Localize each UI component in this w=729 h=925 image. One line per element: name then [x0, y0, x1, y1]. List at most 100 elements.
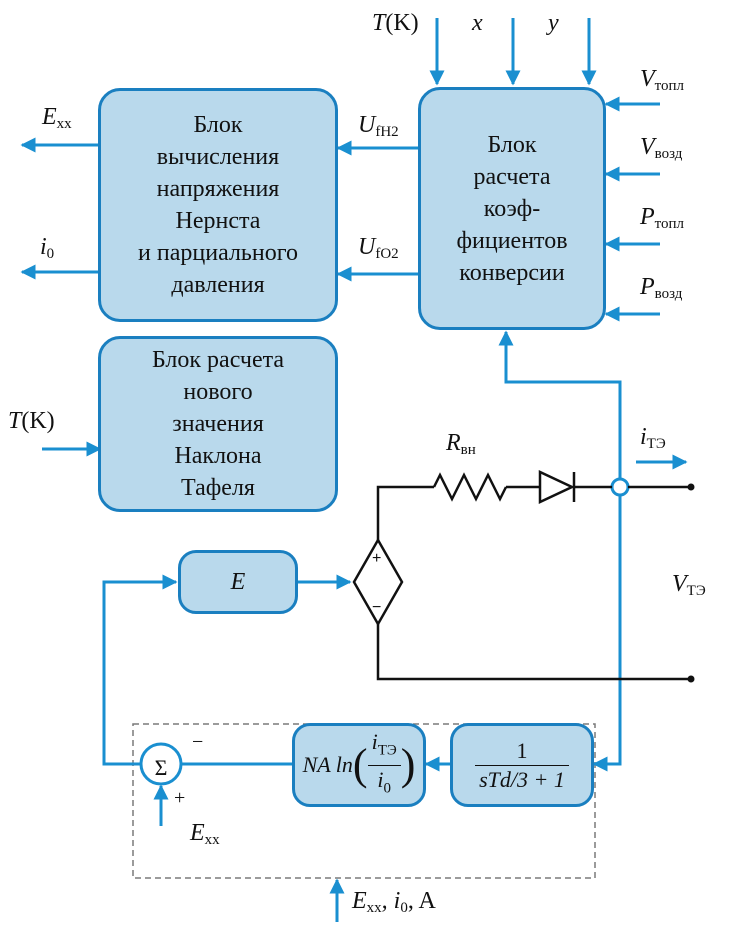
uo2-main: U [358, 234, 376, 260]
line-sum-to-e [102, 574, 178, 766]
p-topl-main: P [640, 204, 655, 230]
transfer-denominator: sTd/3 + 1 [479, 766, 565, 792]
conversion-coefficients-block: Блок расчета коэф- фициентов конверсии [418, 87, 606, 330]
i0-sub: 0 [46, 246, 55, 262]
exxs-sub: xx [204, 832, 220, 848]
vte-sub: ТЭ [686, 583, 706, 599]
sum-symbol: Σ [154, 755, 168, 780]
tafel-line: Тафеля [181, 475, 255, 501]
exx-main: E [42, 104, 57, 130]
controlled-source-diamond [352, 537, 404, 627]
label-e-xx-sum: Exx [190, 820, 220, 853]
resistor [432, 472, 508, 502]
current-feedback-line [498, 330, 622, 478]
i0-main: i [40, 234, 47, 260]
conversion-line: коэф- [483, 195, 541, 222]
bi-sub1: xx [366, 900, 382, 916]
label-u-o2: UfO2 [358, 234, 399, 267]
label-p-vozd: Pвозд [640, 274, 682, 307]
bi-tail: , A [407, 888, 436, 914]
bi-mid: , i [381, 888, 401, 914]
nalog-fraction: iТЭ i0 [367, 728, 401, 802]
label-v-vozd: Vвозд [640, 134, 682, 167]
t-main: T [372, 10, 386, 36]
ite-sub: ТЭ [646, 436, 666, 452]
v-vozd-sub: возд [654, 146, 683, 162]
e-block: E [178, 550, 298, 614]
v-vozd-main: V [640, 134, 655, 160]
tafel-line: значения [172, 411, 264, 437]
v-topl-main: V [640, 66, 655, 92]
label-i0-out: i0 [40, 234, 54, 267]
paren-left: ( [352, 740, 368, 789]
nernst-line: Блок [193, 112, 243, 138]
circuit-bottom-wire [376, 624, 690, 681]
label-r-vn: Rвн [446, 430, 476, 463]
terminal-bottom [687, 675, 695, 683]
vte-main: V [672, 571, 687, 597]
circuit-top-wire-left [376, 485, 434, 540]
source-plus: + [372, 550, 381, 567]
conversion-line: расчета [473, 163, 551, 190]
ite-main: i [640, 424, 647, 450]
nernst-line: и парциального [138, 240, 298, 266]
label-u-h2: UfH2 [358, 112, 399, 145]
transfer-fraction: 1 sTd/3 + 1 [475, 737, 569, 794]
sum-plus-sign: + [174, 787, 186, 809]
exxs-main: E [190, 820, 205, 846]
transfer-function-block: 1 sTd/3 + 1 [450, 723, 594, 807]
conversion-line: фициентов [456, 227, 568, 254]
tt-paren: (K) [21, 408, 55, 434]
bi-sub2: 0 [400, 900, 408, 916]
tafel-slope-block: Блок расчета нового значения Наклона Таф… [98, 336, 338, 512]
t-paren: (K) [385, 10, 419, 36]
tafel-line: нового [183, 379, 253, 405]
tafel-line: Наклона [174, 443, 262, 469]
nernst-line: Нернста [175, 208, 261, 234]
nalog-numerator: iТЭ [367, 728, 401, 766]
exx-sub: xx [56, 116, 72, 132]
paren-right: ) [400, 740, 416, 789]
rvn-sub: вн [460, 442, 476, 458]
label-y: y [548, 10, 559, 36]
current-sensor-circle [610, 477, 630, 497]
nalog-prefix: NA ln [302, 752, 353, 777]
uh2-main: U [358, 112, 376, 138]
label-x: x [472, 10, 483, 36]
label-v-topl: Vтопл [640, 66, 684, 99]
y-main: y [548, 10, 559, 36]
terminal-top [687, 483, 695, 491]
nalog-num-main: i [371, 729, 378, 755]
label-bottom-input: Exx, i0, A [352, 888, 436, 921]
label-i-te: iТЭ [640, 424, 666, 457]
source-minus: − [372, 599, 381, 616]
diode [538, 470, 575, 504]
nalog-block: NA ln ( iТЭ i0 ) [292, 723, 426, 807]
conversion-line: конверсии [459, 259, 565, 286]
nalog-den-main: i [377, 766, 384, 792]
tt-main: T [8, 408, 22, 434]
label-t-k-tafel: T(K) [8, 408, 55, 434]
label-v-te: VТЭ [672, 571, 706, 604]
conversion-line: Блок [487, 131, 537, 158]
transfer-numerator: 1 [475, 737, 569, 766]
v-topl-sub: топл [654, 78, 685, 94]
p-vozd-main: P [640, 274, 655, 300]
bi-e: E [352, 888, 367, 914]
label-e-xx-out: Exx [42, 104, 72, 137]
nalog-den-sub: 0 [383, 779, 391, 796]
nernst-line: напряжения [156, 176, 280, 202]
nernst-line: вычисления [156, 144, 280, 170]
e-block-label: E [230, 569, 246, 595]
tafel-line: Блок расчета [151, 347, 285, 373]
nalog-num-sub: ТЭ [377, 742, 397, 759]
x-main: x [472, 10, 483, 36]
sum-circle [139, 742, 183, 786]
nernst-voltage-block: Блок вычисления напряжения Нернста и пар… [98, 88, 338, 322]
uh2-sub: fH2 [375, 124, 399, 140]
p-vozd-sub: возд [654, 286, 683, 302]
nernst-line: давления [171, 272, 265, 298]
nalog-denominator: i0 [368, 766, 401, 802]
label-t-k-top: T(K) [372, 10, 419, 36]
